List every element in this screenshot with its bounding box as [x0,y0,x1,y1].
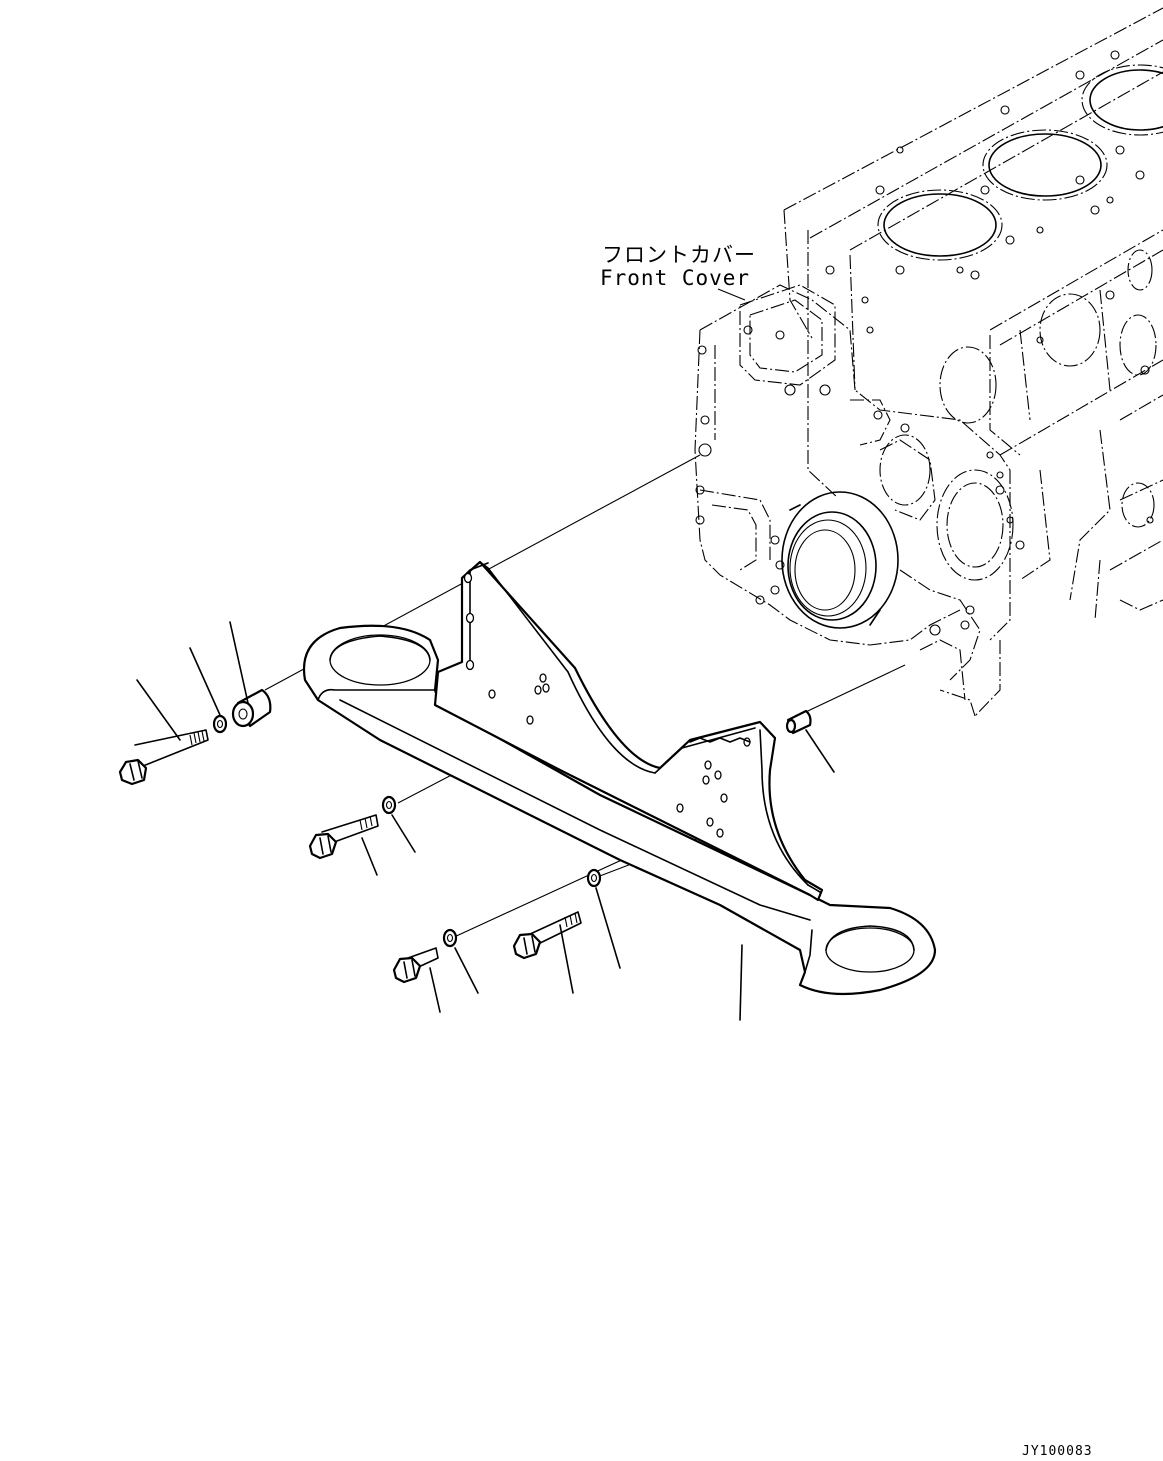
washer-4 [586,868,602,888]
dowel-pin [785,709,812,735]
engine-front-support-bracket [302,560,937,996]
long-bolt [118,729,209,786]
bolt-3 [392,947,439,984]
engine-block [694,7,1163,717]
front-cover-label-jp: フロントカバー [602,243,756,267]
drawing-code: JY100083 [1022,1444,1093,1459]
washer-3 [442,928,458,948]
washer-2 [381,795,397,815]
bolt-2 [308,814,379,860]
callout-leaders [136,621,835,1021]
front-cover-label-en: Front Cover [600,266,750,290]
washer-1 [212,714,228,734]
bolt-4 [512,911,582,960]
spacer-collar [231,688,272,728]
